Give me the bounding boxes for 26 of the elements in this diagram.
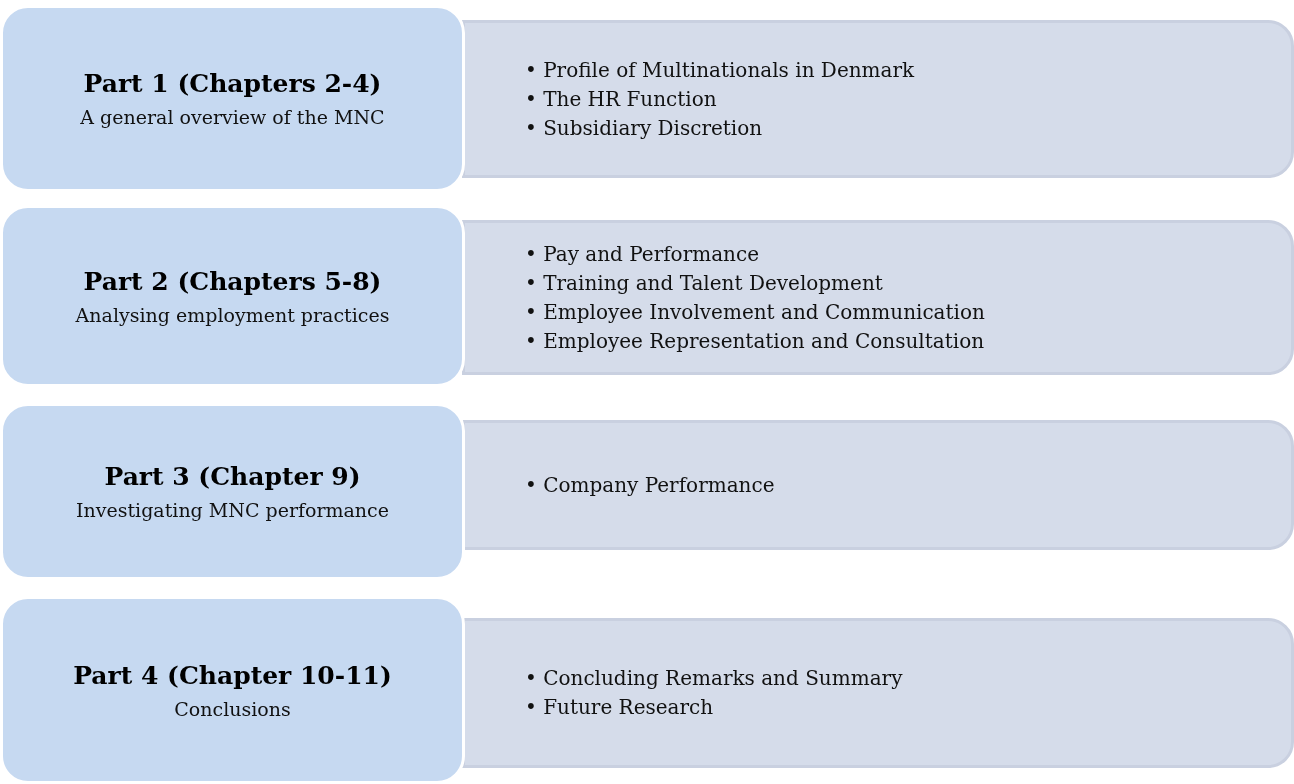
bullet-item: • Pay and Performance <box>525 240 761 268</box>
topic-panel <box>462 618 1294 768</box>
part-subtitle: Conclusions <box>174 697 291 720</box>
part-subtitle: Analysing employment practices <box>75 303 390 326</box>
topic-panel <box>462 20 1294 178</box>
part-subtitle: A general overview of the MNC <box>80 106 385 128</box>
topic-panel <box>462 420 1294 550</box>
bullet-item: • Training and Talent Development <box>525 269 884 297</box>
part-box <box>0 5 465 192</box>
part-heading: Part 4 (Chapter 10-11) <box>73 660 392 690</box>
part-heading: Part 1 (Chapters 2-4) <box>83 69 382 98</box>
part-box <box>0 596 465 784</box>
bullet-item: • Employee Involvement and Communication <box>525 298 986 326</box>
part-heading: Part 2 (Chapters 5-8) <box>83 266 382 296</box>
bullet-item: • Future Research <box>525 694 715 721</box>
part-box <box>0 403 465 580</box>
bullet-item: • Subsidiary Discretion <box>525 114 764 142</box>
bullet-item: • Profile of Multinationals in Denmark <box>525 56 916 84</box>
bullet-item: • Concluding Remarks and Summary <box>525 665 904 692</box>
bullet-item: • The HR Function <box>525 85 718 113</box>
topic-panel <box>462 220 1294 375</box>
part-subtitle: Investigating MNC performance <box>76 499 389 521</box>
part-box <box>0 205 465 387</box>
bullet-item: • Employee Representation and Consultation <box>525 327 986 355</box>
bullet-item: • Company Performance <box>525 471 776 499</box>
part-heading: Part 3 (Chapter 9) <box>104 462 361 491</box>
